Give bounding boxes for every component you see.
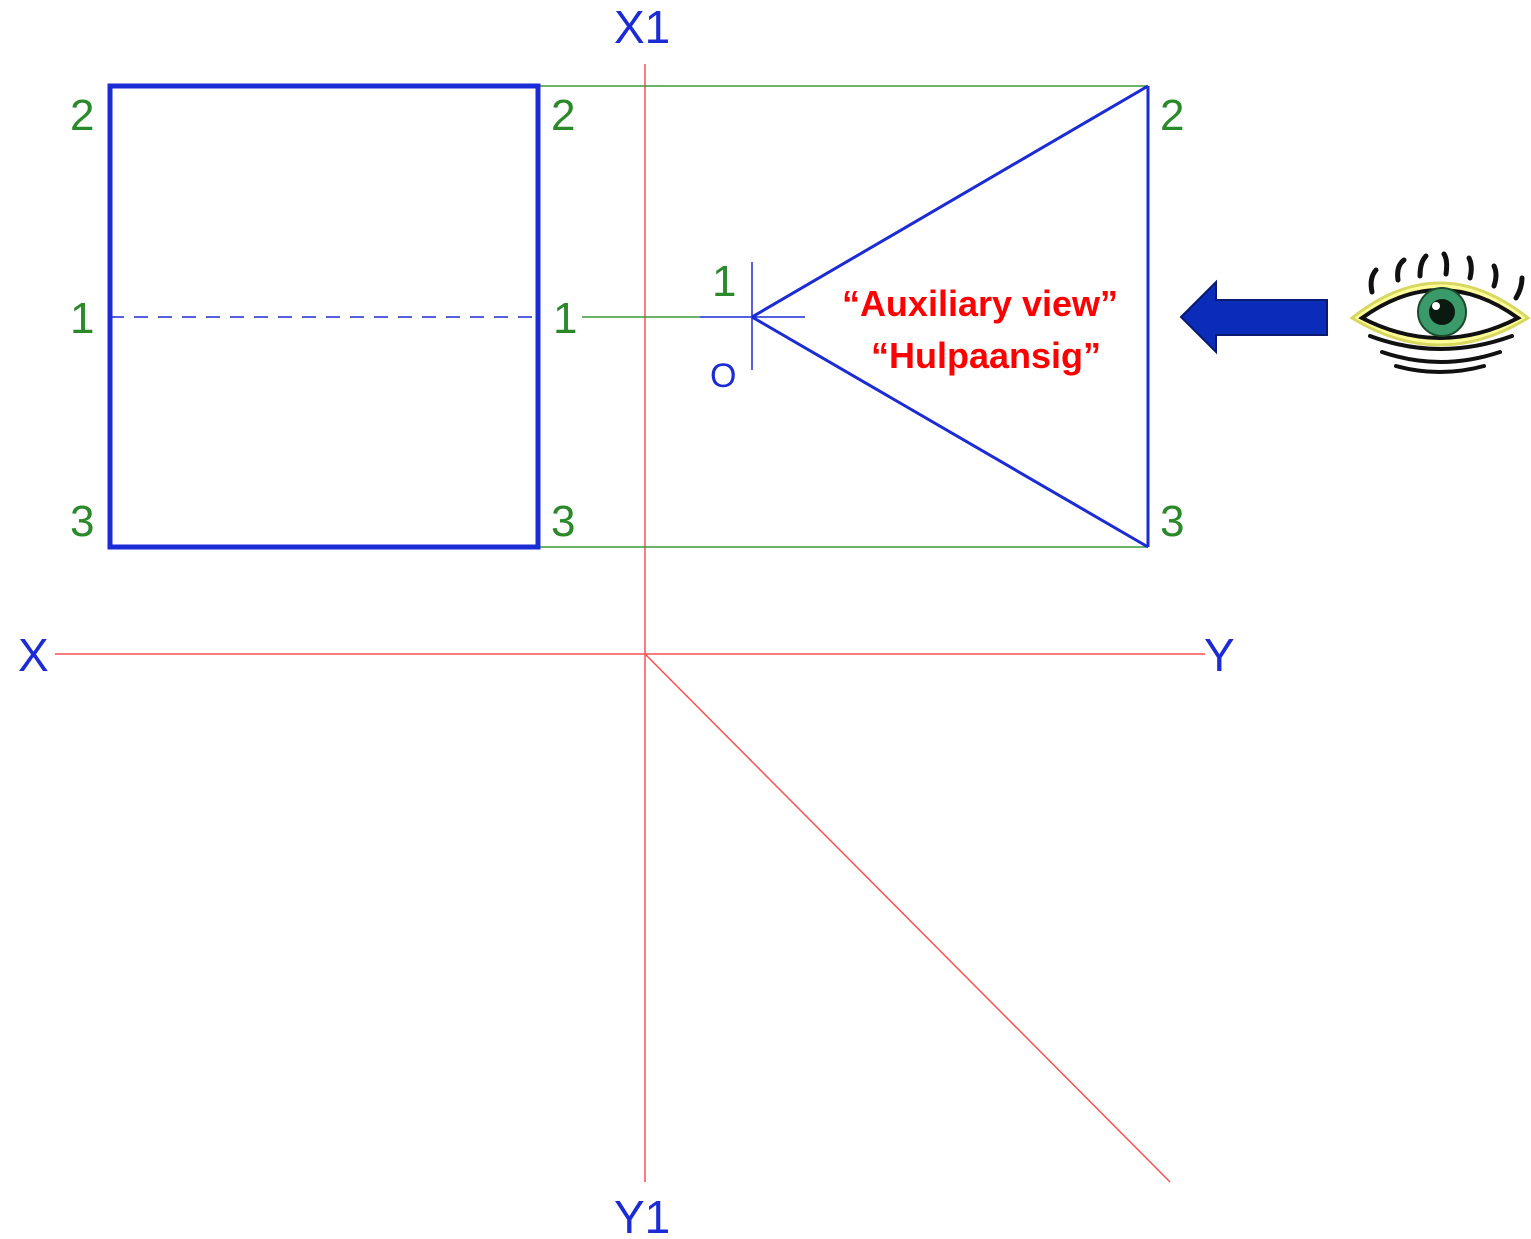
caption-auxiliary-view: “Auxiliary view” (842, 283, 1118, 324)
reference-lines (55, 64, 1205, 1183)
axis-label-x1: X1 (614, 1, 670, 53)
eye-icon (1349, 251, 1531, 374)
apex-cross-mark (700, 262, 805, 370)
triangle-upper-edge (751, 84, 1149, 319)
point-label-3-right: 3 (551, 497, 575, 546)
point-label-3-aux: 3 (1160, 497, 1184, 546)
point-label-1-apex: 1 (712, 257, 736, 306)
point-label-1-left: 1 (70, 294, 94, 343)
point-label-2-aux: 2 (1160, 91, 1184, 140)
miter-line (644, 653, 1171, 1183)
projection-lines (538, 85, 1148, 548)
origin-label: O (710, 357, 736, 395)
axis-label-y1: Y1 (614, 1191, 670, 1239)
point-label-1-right: 1 (553, 294, 577, 343)
axis-label-y: Y (1204, 629, 1235, 681)
auxiliary-view-triangle (751, 84, 1150, 549)
point-label-2-left: 2 (70, 91, 94, 140)
axis-label-x: X (18, 629, 49, 681)
point-label-2-right: 2 (551, 91, 575, 140)
left-arrow-icon (1179, 279, 1328, 355)
triangle-lower-edge (751, 315, 1149, 549)
caption-hulpaansig: “Hulpaansig” (871, 335, 1101, 376)
point-label-3-left: 3 (70, 497, 94, 546)
